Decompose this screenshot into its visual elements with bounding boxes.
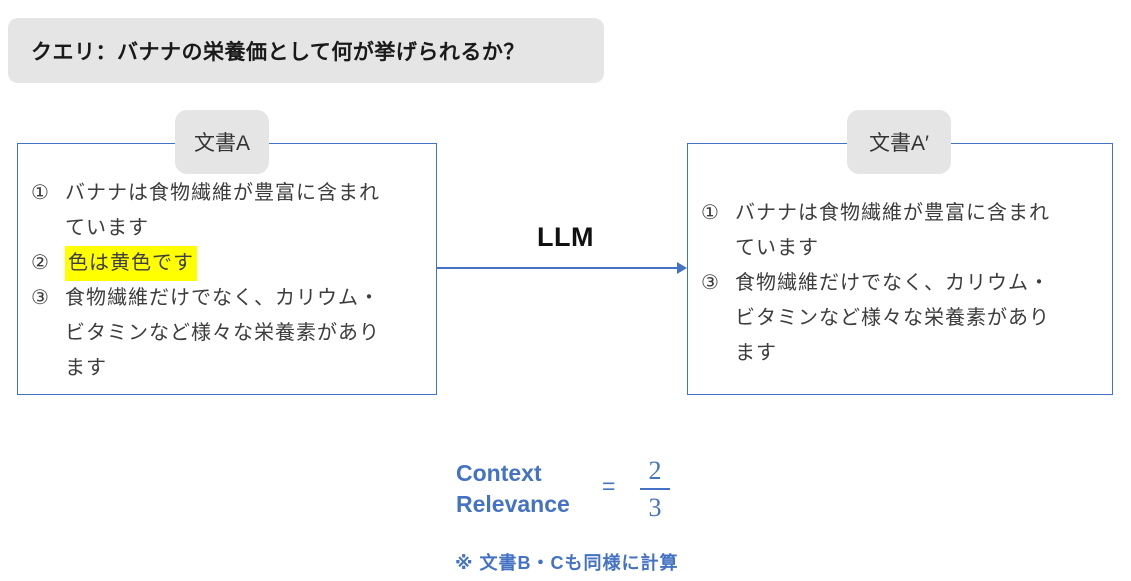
metric-name: Context Relevance	[456, 458, 570, 520]
doc-a-prime-items: ① バナナは食物繊維が豊富に含まれ ています ③ 食物繊維だけでなく、カリウム・…	[701, 196, 1106, 371]
doc-a-prime-label: 文書A′	[847, 110, 951, 174]
doc-a-prime-item-2: ③ 食物繊維だけでなく、カリウム・ ビタミンなど様々な栄養素があり ます	[701, 266, 1106, 371]
item-text: バナナは食物繊維が豊富に含まれ ています	[65, 182, 380, 239]
fraction-bar	[640, 488, 670, 490]
doc-a-item-2: ② 色は黄色です	[31, 246, 430, 281]
doc-a-prime-title: 文書A′	[869, 132, 929, 155]
doc-a-items: ① バナナは食物繊維が豊富に含まれ ています ② 色は黄色です ③ 食物繊維だけ…	[31, 176, 430, 386]
item-text: 食物繊維だけでなく、カリウム・ ビタミンなど様々な栄養素があり ます	[65, 287, 380, 379]
footnote: ※ 文書B・Cも同様に計算	[455, 553, 679, 573]
item-number: ②	[31, 252, 49, 274]
llm-arrow-line	[437, 267, 680, 269]
doc-a-box: ① バナナは食物繊維が豊富に含まれ ています ② 色は黄色です ③ 食物繊維だけ…	[17, 143, 437, 395]
doc-a-label: 文書A	[175, 110, 269, 174]
item-number: ③	[31, 287, 49, 309]
fraction: 2 3	[638, 455, 672, 523]
llm-label: LLM	[537, 222, 594, 252]
equals-sign: =	[602, 473, 616, 499]
metric-name-line2: Relevance	[456, 491, 570, 517]
item-text: 食物繊維だけでなく、カリウム・ ビタミンなど様々な栄養素があり ます	[735, 272, 1050, 364]
item-number: ①	[31, 182, 49, 204]
item-text-highlighted: 色は黄色です	[65, 246, 197, 281]
doc-a-prime-item-1: ① バナナは食物繊維が豊富に含まれ ています	[701, 196, 1106, 266]
doc-a-title: 文書A	[193, 132, 250, 155]
fraction-denominator: 3	[648, 493, 662, 522]
llm-arrow-head-icon	[677, 262, 687, 274]
query-box: クエリ：バナナの栄養価として何が挙げられるか？	[8, 18, 604, 83]
doc-a-item-3: ③ 食物繊維だけでなく、カリウム・ ビタミンなど様々な栄養素があり ます	[31, 281, 430, 386]
doc-a-prime-box: ① バナナは食物繊維が豊富に含まれ ています ③ 食物繊維だけでなく、カリウム・…	[687, 143, 1113, 395]
item-number: ③	[701, 272, 719, 294]
query-text: クエリ：バナナの栄養価として何が挙げられるか？	[31, 40, 525, 64]
metric-name-line1: Context	[456, 460, 542, 486]
fraction-numerator: 2	[648, 456, 662, 485]
doc-a-item-1: ① バナナは食物繊維が豊富に含まれ ています	[31, 176, 430, 246]
item-text: バナナは食物繊維が豊富に含まれ ています	[735, 202, 1050, 259]
item-number: ①	[701, 202, 719, 224]
